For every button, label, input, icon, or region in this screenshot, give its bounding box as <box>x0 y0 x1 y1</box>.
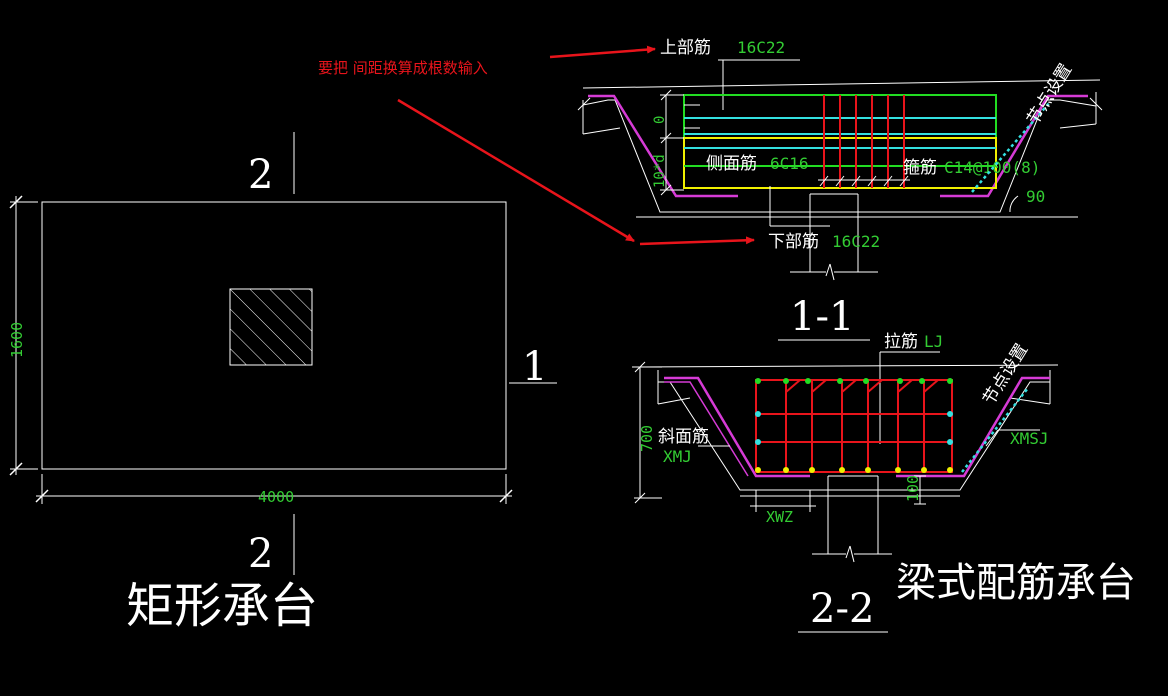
arrow-diagonal <box>397 98 635 243</box>
arrow-to-bottom-bar <box>639 236 755 246</box>
column-below-2 <box>812 475 892 563</box>
column-section <box>229 288 313 366</box>
xwz-value: XWZ <box>766 508 793 526</box>
slope-bar-magenta-right <box>940 94 1088 198</box>
node-setting-2: 节点设置 <box>979 340 1032 408</box>
dimension-height-text: 1600 <box>8 322 26 358</box>
section-mark-bottom: 2 <box>248 531 273 577</box>
dim-10d: 10*d <box>652 154 668 188</box>
side-bar-value: 6C16 <box>770 154 809 173</box>
stirrup-label: 箍筋 <box>903 158 937 178</box>
section-mark-right: 1 <box>522 344 547 390</box>
top-bar-value: 16C22 <box>737 38 785 57</box>
tie-bar-label: 拉筋 <box>884 332 918 352</box>
dim-700: 700 <box>638 425 656 452</box>
bottom-bar-value: 16C22 <box>832 232 880 251</box>
slope-bar-value: XMJ <box>663 447 692 466</box>
bottom-bar-label: 下部筋 <box>768 232 819 252</box>
dimension-width: 4000 <box>35 474 513 506</box>
rebar-dots <box>755 378 953 473</box>
dimension-height: 1600 <box>8 195 38 476</box>
arrow-to-top-bar <box>549 45 656 59</box>
main-title: 梁式配筋承台 <box>896 560 1136 606</box>
section-mark-top: 2 <box>248 152 273 198</box>
dim-100: 100 <box>904 475 922 502</box>
side-bar-label: 侧面筋 <box>706 154 757 174</box>
xmsj-value: XMSJ <box>1010 429 1049 448</box>
tie-bar-value: LJ <box>924 332 943 351</box>
slope-bar-2 <box>664 376 810 478</box>
rectangular-cap-plan: 2 2 1 4000 1600 矩形承台 <box>8 132 557 634</box>
slope-bar-2-right <box>896 376 1050 478</box>
cap-outline <box>41 201 507 470</box>
stirrups <box>823 95 905 188</box>
section-title-1-1: 1-1 <box>790 294 854 340</box>
dim-zero: 0 <box>652 116 668 124</box>
column-below-1 <box>790 193 878 281</box>
section-2-2: 拉筋 LJ <box>631 332 1136 633</box>
section-1-1: 上部筋 16C22 <box>577 38 1103 341</box>
angle-90: 90 <box>1026 187 1045 206</box>
plan-title: 矩形承台 <box>126 578 318 634</box>
section-title-2-2: 2-2 <box>810 586 874 632</box>
top-bar-label: 上部筋 <box>660 38 711 58</box>
concrete-profile <box>582 99 1097 213</box>
node-setting-1: 节点设置 <box>1023 60 1076 128</box>
cyan-dotted-bar <box>971 101 1051 193</box>
annotation-note: 要把 间距换算成根数输入 <box>318 59 488 77</box>
red-annotation: 要把 间距换算成根数输入 <box>318 45 755 246</box>
slope-bar-label: 斜面筋 <box>658 427 709 447</box>
red-cage <box>755 379 953 473</box>
slope-bar-magenta <box>588 94 738 198</box>
dimension-width-text: 4000 <box>258 488 294 506</box>
